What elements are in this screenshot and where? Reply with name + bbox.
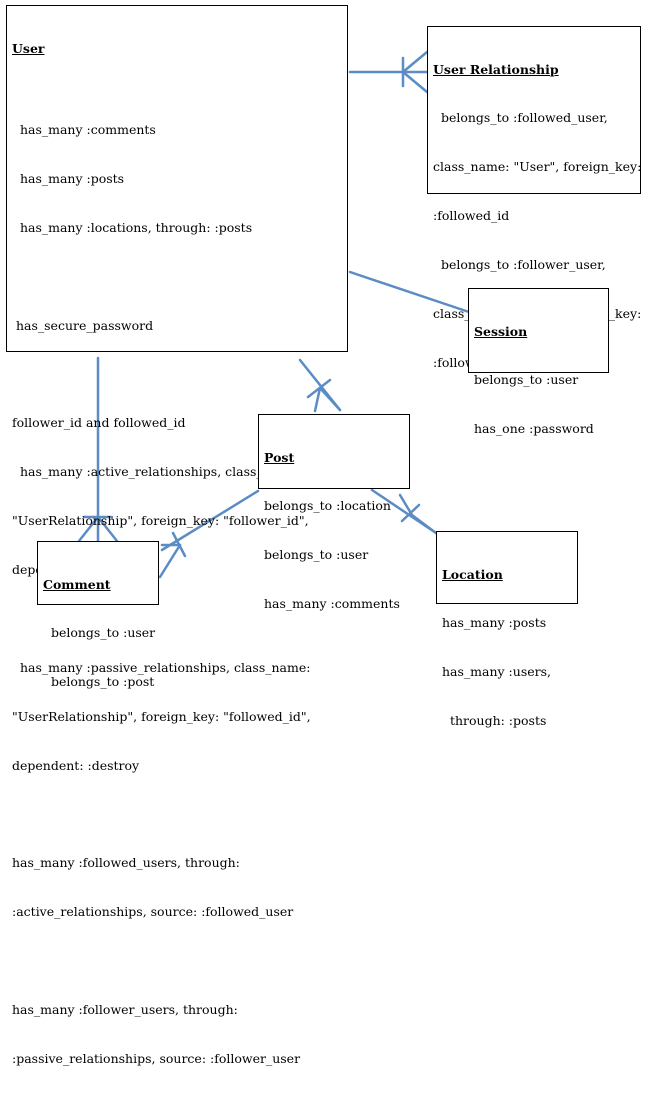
user-relationship-entity-title: User Relationship — [433, 61, 559, 77]
entity-line: has_many :posts — [12, 170, 125, 186]
entity-line: belongs_to :post — [43, 674, 155, 690]
user-entity-title: User — [12, 40, 45, 56]
entity-line: belongs_to :user — [474, 372, 579, 388]
comment-entity: Comment belongs_to :user belongs_to :pos… — [37, 541, 159, 689]
entity-line: dependent: :destroy — [12, 757, 140, 773]
user-entity: User has_many :comments has_many :posts … — [6, 5, 348, 1066]
session-entity-title: Session — [474, 323, 528, 339]
connector-post-location — [370, 488, 438, 535]
user-relationship-entity: User Relationship belongs_to :followed_u… — [427, 26, 642, 370]
entity-line: "UserRelationship", foreign_key: "follow… — [12, 513, 309, 529]
entity-line: through: :posts — [442, 713, 547, 729]
entity-line: :passive_relationships, source: :followe… — [12, 1051, 301, 1066]
entity-line — [12, 367, 342, 383]
entity-line: has_many :comments — [264, 596, 400, 612]
entity-line: belongs_to :user — [264, 547, 369, 563]
entity-line: has_many :followed_users, through: — [12, 855, 240, 871]
entity-line: :active_relationships, source: :followed… — [12, 904, 294, 920]
connector-user-post — [298, 358, 342, 413]
entity-line: has_many :posts — [442, 615, 547, 631]
entity-line: belongs_to :follower_user, — [433, 257, 606, 273]
session-entity: Session belongs_to :user has_one :passwo… — [468, 288, 609, 436]
entity-line: belongs_to :followed_user, — [433, 110, 608, 126]
location-entity-title: Location — [442, 566, 503, 582]
entity-line: has_secure_password — [12, 317, 154, 333]
connector-user-comment — [77, 356, 119, 543]
entity-line: "UserRelationship", foreign_key: "follow… — [12, 708, 311, 724]
entity-line: has_many :locations, through: :posts — [12, 219, 253, 235]
connector-user-userrelationship — [348, 50, 429, 94]
entity-line: :followed_id — [433, 208, 510, 224]
entity-line: has_one :password — [474, 421, 594, 437]
entity-line — [12, 269, 342, 285]
entity-line: belongs_to :user — [43, 625, 156, 641]
comment-entity-title: Comment — [43, 576, 111, 592]
post-entity: Post belongs_to :location belongs_to :us… — [258, 414, 410, 611]
entity-line: follower_id and followed_id — [12, 415, 186, 431]
entity-line: has_many :comments — [12, 122, 156, 138]
connector-user-session — [348, 270, 471, 314]
entity-line: has_many :users, — [442, 664, 551, 680]
entity-line: class_name: "User", foreign_key: — [433, 159, 642, 175]
connector-post-comment — [158, 489, 260, 579]
post-entity-title: Post — [264, 449, 295, 465]
entity-line — [12, 953, 342, 969]
entity-line: belongs_to :location — [264, 498, 391, 514]
entity-line: has_many :follower_users, through: — [12, 1002, 238, 1018]
location-entity: Location has_many :posts has_many :users… — [436, 531, 578, 728]
entity-line — [12, 807, 342, 823]
connector-layer — [77, 50, 471, 579]
